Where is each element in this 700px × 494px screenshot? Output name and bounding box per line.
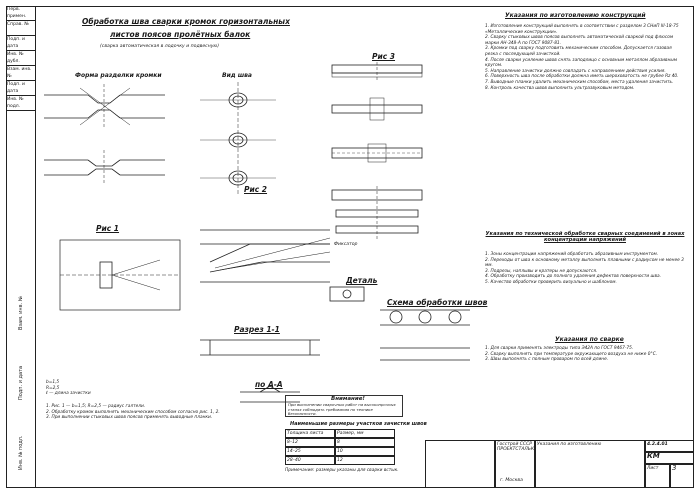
label-fig3: Рис 3: [372, 52, 396, 61]
treatment-item: 1. Зоны концентрации напряжений обработа…: [485, 252, 659, 257]
instructions-block: 1. Изготовление конструкций выполнять в …: [485, 24, 685, 91]
stamp-code: КМ: [645, 452, 694, 464]
table-cell: 8–12: [285, 438, 335, 447]
note-label: R=2,5: [46, 385, 60, 391]
section-11-drawing: [200, 339, 320, 356]
margin-cell: Инв. № дубл.: [6, 51, 35, 66]
stamp-city: г. Москва: [500, 478, 523, 483]
fig1-drawing: [59, 239, 181, 311]
label-edge-shape: Форма разделки кромки: [75, 72, 162, 79]
table-cell: 28–40: [285, 456, 335, 465]
instruction-item: 2. Сварку стыковых швов поясов выполнять…: [485, 35, 674, 46]
weld-view-drawing: [200, 82, 276, 195]
margin-cell: Взам. инв. №: [6, 66, 35, 81]
table-cell: 8: [335, 438, 395, 447]
note-item: 2. Обработку кромок выполнять механическ…: [46, 409, 220, 415]
label-trim-scheme: Схема обработки швов: [387, 298, 488, 307]
heading-instructions: Указания по изготовлению конструкций: [505, 12, 646, 19]
note-label: b=1,5: [46, 380, 60, 385]
stamp-sheet-no: 3: [670, 464, 694, 488]
stamp-title: Указания по изготовлению: [535, 440, 645, 488]
instruction-item: 7. Выводные планки удалить механическим …: [485, 79, 674, 85]
welding-block: 1. Для сварки применять электроды типа Э…: [485, 346, 685, 363]
label-fig2: Рис 2: [244, 185, 268, 194]
label-fig3-dim: Фиксатор: [334, 242, 358, 247]
label-fig1: Рис 1: [96, 224, 120, 233]
stamp-org: Госстрой СССР ПРОЕКТСТАЛЬКОНСТРУКЦИЯ: [495, 440, 535, 488]
table-cell: 12: [335, 456, 395, 465]
section-aa-drawing: [240, 385, 300, 403]
heading-welding: Указания по сварке: [555, 336, 624, 343]
fig3-drawing: [331, 62, 423, 240]
fig2-drawing: [200, 229, 331, 283]
label-section-aa: по А-А: [255, 380, 283, 389]
attention-box: Внимание! При выполнении сварочных работ…: [285, 395, 403, 417]
instruction-item: 4. После сварки усиление швов снять запо…: [485, 57, 678, 69]
heading-treatment: Указания по технической обработке сварны…: [485, 231, 685, 243]
table-title: Наименьшие размеры участков зачистки шво…: [290, 421, 427, 427]
note-item: 1. Рис. 1 — b=1,5; R=2,5 — радиус галтел…: [46, 404, 146, 409]
instruction-item: 1. Изготовление конструкций выполнять в …: [485, 24, 679, 35]
welding-item: 2. Сварку выполнять при температуре окру…: [485, 351, 658, 357]
table-header: Размер, мм: [335, 429, 395, 438]
margin-cell: Перв. примен.: [6, 6, 35, 21]
trim-scheme-drawing: [380, 309, 470, 361]
margin-cell: Подп. и дата: [6, 36, 35, 51]
instruction-item: 6. Поверхность шва после обработки должн…: [485, 74, 679, 80]
note-label: ℓ — длина зачистки: [46, 391, 91, 397]
margin-cell: Справ. №: [6, 21, 35, 36]
margin-cell: Подп. и дата: [6, 81, 35, 96]
label-section-11: Разрез 1-1: [234, 325, 280, 334]
instruction-item: 5. Направление зачистки должно совпадать…: [485, 68, 666, 74]
note-item: 3. При выполнении стыковых швов поясов п…: [46, 415, 213, 421]
attention-text: При выполнении сварочных работ на высоко…: [288, 402, 396, 416]
table-cell: 10: [335, 447, 395, 456]
table-header: Толщина листа: [285, 429, 335, 438]
left-margin: Перв. примен. Справ. № Подп. и дата Инв.…: [6, 6, 36, 488]
page-subtitle: листов поясов пролётных балок: [110, 30, 251, 39]
treatment-item: 3. Подрезы, наплывы и кратеры не допуска…: [485, 268, 598, 274]
treatment-item: 5. Качество обработки проверить визуальн…: [485, 279, 617, 285]
label-detail: Деталь: [346, 276, 378, 285]
table-note: Примечание: размеры указаны для сварки в…: [285, 468, 399, 473]
instruction-item: 8. Контроль качества швов выполнить ульт…: [485, 85, 635, 91]
edge-shape-drawing: [44, 84, 165, 185]
stamp-sign-area: [425, 440, 495, 488]
attention-title: Внимание!: [331, 396, 365, 402]
treatment-item: 2. Переходы от шва к основному металлу в…: [485, 257, 684, 269]
welding-item: 1. Для сварки применять электроды типа Э…: [485, 346, 634, 351]
table-cell: 14–25: [285, 447, 335, 456]
stamp-sheet-label: Лист: [645, 464, 670, 488]
drawing-frame: [6, 6, 694, 488]
page-subtitle-note: (сварка автоматическая в лодочку и подве…: [100, 44, 220, 49]
margin-cell: Инв. № подл.: [6, 96, 35, 111]
label-weld-view: Вид шва: [222, 72, 252, 79]
stamp-doc-code: 4.2.4.01: [645, 440, 694, 452]
detail-drawing: [329, 286, 365, 302]
page-title: Обработка шва сварки кромок горизонтальн…: [82, 17, 290, 26]
treatment-item: 4. Обработку производить до полного удал…: [485, 274, 662, 280]
treatment-block: 1. Зоны концентрации напряжений обработа…: [485, 252, 685, 286]
welding-item: 3. Швы выполнять с полным проваром по вс…: [485, 357, 609, 363]
instruction-item: 3. Кромки под сварку подготовить механич…: [485, 46, 672, 57]
